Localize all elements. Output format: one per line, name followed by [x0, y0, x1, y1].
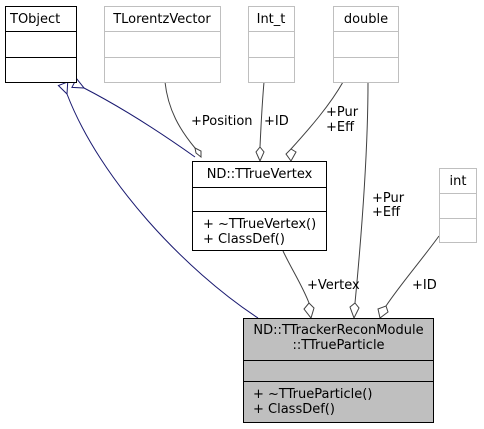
edge-label-position: +Position — [191, 114, 253, 129]
edge-label-pur-particle: +Pur — [372, 191, 405, 206]
method-trueparticle-classdef: + ClassDef() — [253, 402, 335, 417]
edge-label-eff-vertex: +Eff — [326, 120, 355, 135]
edge-label-pur-vertex: +Pur — [326, 105, 359, 120]
class-truevertex[interactable]: ND::TTrueVertex + ~TTrueVertex() + Class… — [192, 161, 327, 251]
method-trueparticle-destructor: + ~TTrueParticle() — [253, 387, 372, 402]
class-int[interactable]: int — [439, 168, 477, 243]
class-int-t[interactable]: Int_t — [248, 6, 295, 83]
composition-diamond-vertex — [303, 302, 315, 320]
composition-edge-pur-eff-particle — [354, 81, 369, 304]
edge-label-vertex: +Vertex — [307, 278, 360, 293]
composition-diamond-position — [194, 147, 202, 159]
composition-diamond-id-particle — [377, 305, 389, 319]
composition-diamond-pur-eff-particle — [349, 302, 360, 320]
class-title-trueparticle-line2: ::TTrueParticle — [292, 338, 384, 353]
edge-label-eff-particle: +Eff — [372, 205, 401, 220]
composition-edge-id-particle — [385, 235, 440, 307]
class-tobject[interactable]: TObject — [5, 6, 77, 83]
composition-edge-vertex — [282, 250, 310, 304]
method-truevertex-destructor: + ~TTrueVertex() — [203, 217, 316, 232]
class-tlorentzvector[interactable]: TLorentzVector — [104, 6, 221, 83]
method-truevertex-classdef: + ClassDef() — [203, 232, 285, 247]
class-double[interactable]: double — [333, 6, 399, 83]
class-title-double: double — [344, 12, 388, 27]
class-title-tlorentzvector: TLorentzVector — [112, 12, 211, 27]
composition-edge-position — [164, 81, 196, 149]
edge-label-id-particle: +ID — [412, 278, 437, 293]
inheritance-edge-trueparticle-tobject — [67, 94, 259, 319]
class-title-int-t: Int_t — [257, 12, 286, 27]
inheritance-edge-truevertex-tobject — [84, 88, 196, 158]
edge-label-id-vertex: +ID — [264, 114, 289, 129]
composition-diamond-pur-eff-vertex — [285, 148, 297, 162]
edge-labels: +Position +ID +Pur +Eff +Pur +Eff +Verte… — [191, 105, 437, 293]
class-title-trueparticle-line1: ND::TTrackerReconModule — [253, 323, 423, 338]
composition-edge-pur-eff-vertex — [290, 81, 344, 150]
class-title-truevertex: ND::TTrueVertex — [207, 167, 313, 182]
class-trueparticle[interactable]: ND::TTrackerReconModule ::TTrueParticle … — [243, 318, 434, 423]
composition-edge-id-vertex — [259, 81, 265, 148]
composition-diamond-id-vertex — [255, 146, 265, 163]
class-title-int: int — [450, 174, 467, 189]
class-title-tobject: TObject — [9, 12, 60, 27]
